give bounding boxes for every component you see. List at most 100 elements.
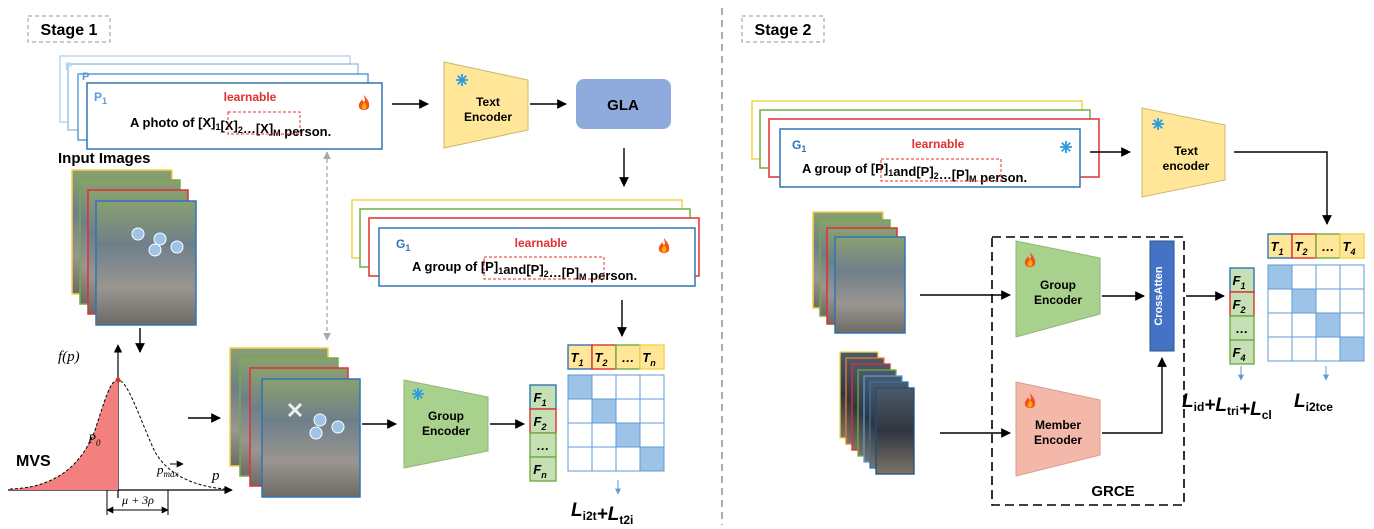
prompt-g-stack-stage2: G1 learnable A group of [P]1and[P]2…[P]M… xyxy=(751,100,1100,188)
stage2-title: Stage 2 xyxy=(741,15,825,43)
group-encoder: Group Encoder xyxy=(403,379,489,469)
matrix-cell xyxy=(1315,336,1341,362)
text-feature-label: Tn xyxy=(642,350,656,368)
svg-text:Stage 1: Stage 1 xyxy=(41,22,98,39)
matrix-cell xyxy=(639,374,665,400)
text-feature-label: … xyxy=(1322,239,1335,254)
svg-text:Group: Group xyxy=(428,409,464,423)
similarity-matrix xyxy=(567,374,665,472)
loss-label-stage2: Lid+Ltri+Lcl xyxy=(1182,391,1272,422)
member-encoder-stage2: Member Encoder xyxy=(1015,381,1101,477)
gla-block: GLA xyxy=(576,79,671,129)
fire-icon xyxy=(358,95,370,110)
sampled-image-stack xyxy=(229,347,361,498)
text-feature-row-stage2: T1 T2 … T4 xyxy=(1267,233,1365,259)
fire-icon xyxy=(1024,252,1036,267)
feature-label: F1 xyxy=(534,390,547,408)
loss-label: Li2t+Lt2i xyxy=(571,500,633,527)
text-cell xyxy=(591,344,617,370)
snowflake-icon xyxy=(1060,141,1072,153)
matrix-cell xyxy=(639,422,665,448)
svg-text:Text: Text xyxy=(1174,144,1198,158)
loss-label-stage2-right: Li2tce xyxy=(1294,391,1333,414)
feature-label: F2 xyxy=(534,414,547,432)
grce-label: GRCE xyxy=(1091,483,1134,500)
prompt-p-stack: P P P1 learnable A photo of [X]1[X]2…[X]… xyxy=(59,55,383,150)
learnable-label: learnable xyxy=(224,90,277,104)
text-cell xyxy=(567,344,593,370)
matrix-cell xyxy=(1267,336,1293,362)
prompt-label: P1 xyxy=(94,90,107,106)
mvs-p0-label: P0 xyxy=(87,431,101,448)
input-image-stack xyxy=(71,169,197,326)
matrix-cell xyxy=(591,374,617,400)
member-image-stack xyxy=(839,351,915,475)
text-feature-label: T2 xyxy=(1295,239,1308,257)
mvs-label: MVS xyxy=(16,453,51,470)
svg-text:Encoder: Encoder xyxy=(1034,293,1082,307)
snowflake-icon xyxy=(456,74,468,86)
group-encoder-stage2: Group Encoder xyxy=(1015,240,1101,338)
prompt-g-stack: G1 learnable A group of [P]1and[P]2…[P]M… xyxy=(351,199,700,287)
input-images-label: Input Images xyxy=(58,150,151,167)
feature-label: … xyxy=(1236,321,1249,336)
matrix-diagonal-cell xyxy=(591,398,617,424)
matrix-cell xyxy=(567,446,593,472)
matrix-cell xyxy=(615,374,641,400)
matrix-cell xyxy=(1291,312,1317,338)
learnable-label: learnable xyxy=(912,137,965,151)
matrix-diagonal-cell xyxy=(1315,312,1341,338)
mvs-axis-label: p xyxy=(211,468,220,484)
mvs-plot: f(p) P0 pmax p MVS μ + 3ρ xyxy=(8,344,233,515)
feature-cell xyxy=(529,456,557,482)
prompt-label: G1 xyxy=(792,138,806,154)
feature-cell xyxy=(529,384,557,410)
text-cell xyxy=(639,344,665,370)
svg-text:CrossAtten: CrossAtten xyxy=(1153,266,1165,326)
prompt-back-label: P xyxy=(82,71,89,83)
feature-label: Fn xyxy=(533,462,547,480)
learnable-label: learnable xyxy=(515,236,568,250)
matrix-diagonal-cell xyxy=(1267,264,1293,290)
matrix-diagonal-cell xyxy=(1339,336,1365,362)
fire-icon xyxy=(1024,393,1036,408)
matrix-cell xyxy=(1339,312,1365,338)
feature-label: F1 xyxy=(1233,273,1246,291)
feature-cell xyxy=(1229,339,1255,365)
matrix-diagonal-cell xyxy=(639,446,665,472)
svg-text:GLA: GLA xyxy=(607,97,639,114)
svg-text:Text: Text xyxy=(476,95,500,109)
matrix-diagonal-cell xyxy=(1291,288,1317,314)
matrix-cell xyxy=(615,398,641,424)
svg-text:Stage 2: Stage 2 xyxy=(755,22,812,39)
mvs-interval-label: μ + 3ρ xyxy=(121,493,154,507)
feature-label: F2 xyxy=(1233,297,1246,315)
stage1-title: Stage 1 xyxy=(27,15,111,43)
text-encoder: Text Encoder xyxy=(443,61,529,149)
feature-label: F4 xyxy=(1233,345,1246,363)
text-feature-label: T4 xyxy=(1343,239,1356,257)
matrix-cell xyxy=(1291,264,1317,290)
text-feature-label: … xyxy=(622,350,635,365)
text-feature-row: T1 T2 … Tn xyxy=(567,344,665,370)
matrix-cell xyxy=(639,398,665,424)
svg-text:Encoder: Encoder xyxy=(464,110,512,124)
text-feature-label: T1 xyxy=(571,350,584,368)
prompt-text: A group of [P]1and[P]2…[P]M person. xyxy=(802,161,1027,185)
text-feature-label: T1 xyxy=(1271,239,1284,257)
svg-text:encoder: encoder xyxy=(1163,159,1210,173)
matrix-cell xyxy=(1315,288,1341,314)
prompt-label: G1 xyxy=(396,237,410,253)
matrix-cell xyxy=(1339,264,1365,290)
snowflake-icon xyxy=(412,388,424,400)
text-cell xyxy=(1339,233,1365,259)
text-cell xyxy=(1291,233,1317,259)
close-icon xyxy=(287,402,303,418)
matrix-cell xyxy=(1267,288,1293,314)
matrix-cell xyxy=(615,446,641,472)
matrix-cell xyxy=(1267,312,1293,338)
text-feature-label: T2 xyxy=(595,350,608,368)
